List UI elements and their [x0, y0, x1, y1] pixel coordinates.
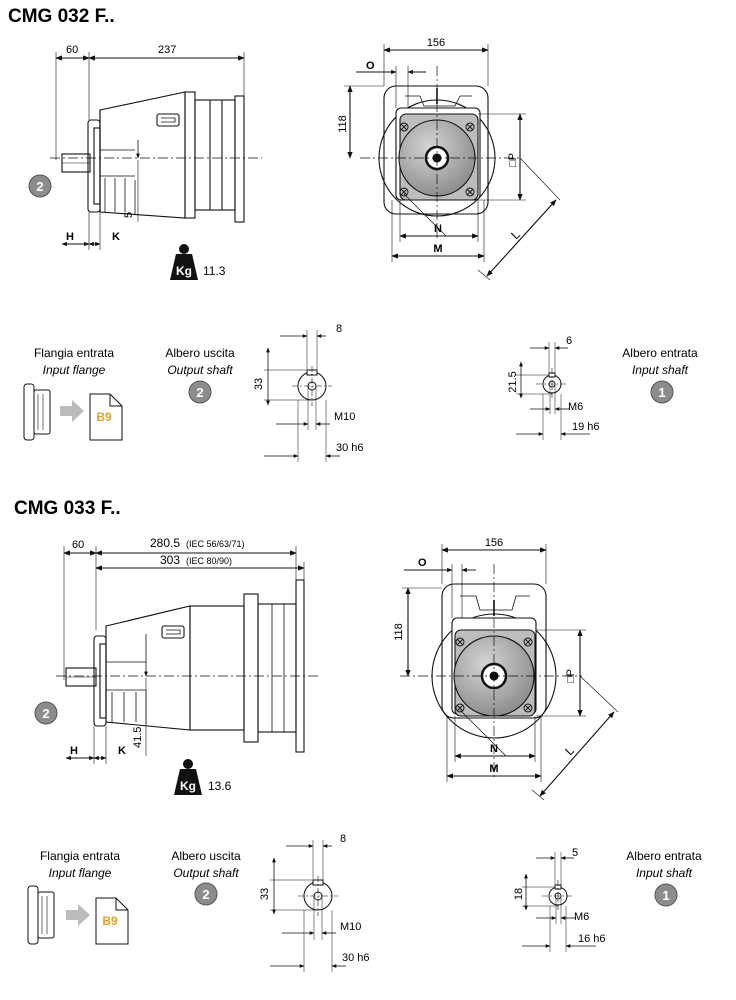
- dim-o: O: [418, 557, 427, 569]
- weight-icon: Kg: [174, 759, 202, 795]
- dim-m: M: [489, 763, 498, 775]
- input-shaft-section: [516, 342, 590, 440]
- input-diameter-dim: 19 h6: [572, 421, 600, 433]
- dim-total-note: (IEC 56/63/71): [186, 539, 245, 549]
- section-1: CMG 032 F..: [8, 6, 698, 462]
- dim-shaft-offset: 41.5: [132, 727, 144, 748]
- input-diameter-dim: 16 h6: [578, 933, 606, 945]
- dim-total-length: 280.5: [150, 536, 180, 550]
- output-shaft-label-en: Output shaft: [173, 866, 239, 880]
- input-shaft-label-it: Albero entrata: [626, 849, 702, 863]
- input-shaft-panel: 6 21.5 M6 19 h6 Albero entrata Input sha…: [507, 335, 698, 440]
- side-view: [50, 52, 262, 250]
- dim-n: N: [434, 223, 442, 235]
- side-view: [56, 546, 320, 764]
- output-height-dim: 33: [253, 378, 265, 390]
- input-key-dim: 6: [566, 335, 572, 347]
- input-shaft-label-it: Albero entrata: [622, 346, 698, 360]
- dim-h: H: [70, 745, 78, 757]
- input-flange-label-it: Flangia entrata: [40, 849, 120, 863]
- dim-k: K: [118, 745, 126, 757]
- dim-n: N: [490, 743, 498, 755]
- section-title: CMG 032 F..: [8, 6, 115, 27]
- weight-icon: Kg: [170, 244, 198, 280]
- badge-output-shaft: 2: [34, 701, 58, 725]
- output-diameter-dim: 30 h6: [342, 952, 370, 964]
- dim-input-length: 60: [72, 539, 84, 551]
- output-shaft-panel: Albero uscita Output shaft 2: [165, 323, 364, 462]
- dim-input-length: 60: [66, 44, 78, 56]
- dim-front-height: 118: [393, 623, 405, 641]
- output-key-dim: 8: [336, 323, 342, 335]
- dim-total-length-b: 303: [160, 553, 180, 567]
- flange-code: B9: [96, 410, 112, 424]
- dim-o: O: [366, 60, 375, 72]
- b9-document-icon: B9: [89, 393, 123, 441]
- input-thread-dim: M6: [568, 401, 583, 413]
- output-thread-dim: M10: [334, 411, 355, 423]
- input-badge: 1: [662, 888, 669, 903]
- dim-front-width: 156: [485, 537, 503, 549]
- dim-l: L: [508, 227, 523, 242]
- weight-label: Kg: [176, 264, 192, 278]
- front-view: [400, 544, 619, 801]
- input-shaft-label-en: Input shaft: [632, 363, 689, 377]
- input-flange-panel: Flangia entrata Input flange B9: [23, 346, 123, 441]
- dim-front-height: 118: [337, 115, 349, 133]
- arrow-right-icon: [60, 400, 84, 422]
- input-key-dim: 5: [572, 847, 578, 859]
- flange-icon: [27, 885, 55, 945]
- section-title: CMG 033 F..: [14, 498, 121, 519]
- dim-m: M: [433, 243, 442, 255]
- input-flange-label-en: Input flange: [49, 866, 112, 880]
- section-2: CMG 033 F..: [14, 498, 702, 972]
- dim-front-width: 156: [427, 37, 445, 49]
- badge-number: 2: [36, 179, 43, 194]
- input-flange-label-en: Input flange: [43, 363, 106, 377]
- weight-value: 11.3: [203, 264, 226, 278]
- output-badge: 2: [202, 887, 209, 902]
- output-diameter-dim: 30 h6: [336, 442, 364, 454]
- dim-total-length: 237: [158, 44, 176, 56]
- output-shaft-label-en: Output shaft: [167, 363, 233, 377]
- output-shaft-section: [270, 840, 346, 972]
- input-shaft-panel: 5 18 M6 16 h6 Albero entrata Input shaft…: [513, 847, 702, 952]
- input-shaft-label-en: Input shaft: [636, 866, 693, 880]
- dim-k: K: [112, 231, 120, 243]
- dim-shaft-offset: 5: [123, 212, 135, 218]
- output-shaft-label-it: Albero uscita: [171, 849, 241, 863]
- output-thread-dim: M10: [340, 921, 361, 933]
- output-badge: 2: [196, 385, 203, 400]
- dim-total-note-b: (IEC 80/90): [186, 556, 232, 566]
- arrow-right-icon: [66, 904, 90, 926]
- input-flange-panel: Flangia entrata Input flange B9: [27, 849, 129, 945]
- front-view: [344, 44, 561, 281]
- output-height-dim: 33: [259, 888, 271, 900]
- dim-p: □P: [507, 153, 519, 167]
- dim-h: H: [66, 231, 74, 243]
- badge-output-shaft: 2: [28, 174, 52, 198]
- badge-number: 2: [42, 706, 49, 721]
- input-height-dim: 18: [513, 888, 525, 900]
- output-key-dim: 8: [340, 833, 346, 845]
- output-shaft-label-it: Albero uscita: [165, 346, 235, 360]
- output-shaft-section: [264, 330, 340, 462]
- input-shaft-section: [522, 852, 596, 952]
- flange-icon: [23, 383, 51, 441]
- flange-code: B9: [102, 914, 118, 928]
- b9-document-icon: B9: [95, 897, 129, 945]
- input-flange-label-it: Flangia entrata: [34, 346, 114, 360]
- input-badge: 1: [658, 385, 665, 400]
- output-shaft-panel: Albero uscita Output shaft 2: [171, 833, 370, 972]
- dim-p: □P: [565, 669, 577, 683]
- weight-label: Kg: [180, 779, 196, 793]
- weight-value: 13.6: [208, 779, 232, 793]
- input-height-dim: 21.5: [507, 371, 519, 392]
- input-thread-dim: M6: [574, 911, 589, 923]
